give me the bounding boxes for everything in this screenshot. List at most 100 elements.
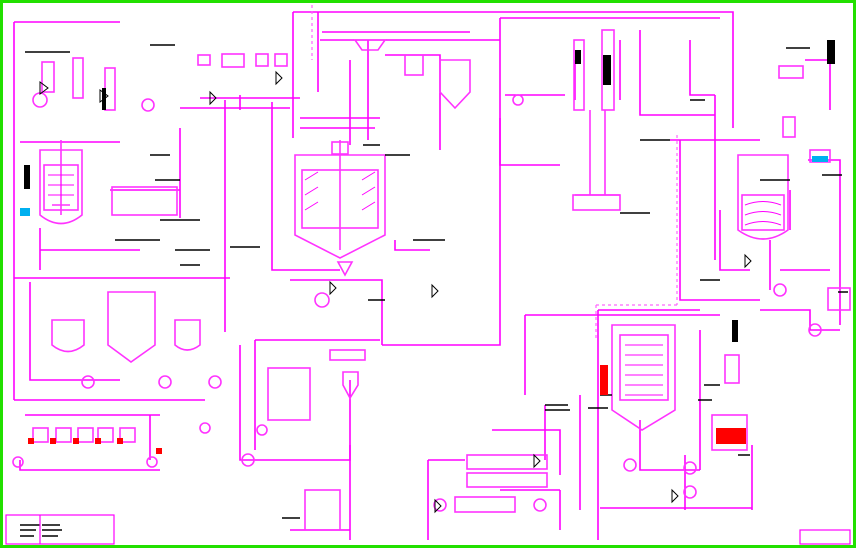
coil-line <box>744 201 782 226</box>
pump-icon <box>12 456 24 468</box>
measuring-tank <box>404 54 424 76</box>
water-tank-fill <box>812 156 828 162</box>
distillation-column <box>573 39 585 111</box>
conveyor <box>329 349 366 361</box>
pipe-line <box>382 118 501 346</box>
filter-unit <box>827 287 851 311</box>
pipe-line <box>239 345 351 461</box>
instrument-flags <box>28 365 746 454</box>
pipe-line <box>760 309 840 331</box>
instrument-flag <box>156 448 162 454</box>
feed-hopper <box>255 53 269 67</box>
pipe-network <box>13 11 841 540</box>
coil-line <box>304 171 376 211</box>
reactor-vessel <box>39 149 83 225</box>
vent-condenser <box>782 116 796 138</box>
main-reactor <box>294 154 386 259</box>
pump-icon <box>773 283 787 297</box>
pump-icon <box>256 424 268 436</box>
condenser <box>72 57 84 99</box>
evaporator-tubes <box>619 334 669 401</box>
pipe-line <box>19 460 160 471</box>
pipe-line <box>639 420 700 471</box>
coil-line <box>625 344 663 396</box>
coil-line <box>48 174 74 196</box>
pipe-line <box>394 240 430 251</box>
water-tank-fill <box>20 208 30 216</box>
flash-tank <box>724 354 740 384</box>
storage-tank <box>119 427 136 443</box>
storage-tank <box>77 427 94 443</box>
coil-hatching <box>48 171 782 396</box>
feed-hopper <box>274 53 288 67</box>
heat-exchanger <box>778 65 804 79</box>
packing-unit <box>304 489 341 531</box>
instrument-box <box>603 55 611 85</box>
pipe-line <box>271 102 340 271</box>
instrument-flag <box>716 428 746 444</box>
filter-unit <box>111 186 178 216</box>
pipe-line <box>293 11 734 128</box>
receiver-tank <box>572 194 621 211</box>
feed-hopper <box>221 53 245 68</box>
pipe-line <box>679 140 760 301</box>
instrument-flag <box>600 365 608 395</box>
storage-tank <box>32 427 49 443</box>
condenser <box>41 61 55 93</box>
instrument-flag <box>117 438 123 444</box>
instrument-box <box>24 165 30 189</box>
instrument-flag <box>95 438 101 444</box>
pipe-line <box>290 279 383 345</box>
pipe-line <box>492 429 561 475</box>
pipe-line <box>719 210 750 271</box>
evaporator <box>611 324 676 431</box>
pipe-line <box>639 30 715 116</box>
pump-icon <box>533 498 547 512</box>
scrubber <box>711 414 748 451</box>
pipe-line <box>385 54 441 150</box>
water-indicators <box>20 156 828 216</box>
pump-icon <box>512 94 524 106</box>
pipe-line <box>29 282 120 381</box>
instrument-flag <box>73 438 79 444</box>
storage-tank <box>97 427 114 443</box>
pump-icon <box>241 453 255 467</box>
pump-icon <box>433 498 447 512</box>
pump-icon <box>808 323 822 337</box>
pump-icon <box>81 375 95 389</box>
instrument-box <box>102 88 106 110</box>
separator-tank <box>439 59 471 110</box>
distillation-column <box>601 29 615 111</box>
crystallizer <box>107 291 156 363</box>
pump-icon <box>158 375 172 389</box>
small-tank <box>174 319 201 351</box>
instrument-box <box>732 320 738 342</box>
pump-icon <box>141 98 155 112</box>
pump-icon <box>623 458 637 472</box>
reactor-vessel <box>737 154 789 240</box>
title-block-frame <box>5 514 115 545</box>
heat-exchanger <box>466 454 548 470</box>
boundary-lines <box>311 5 680 340</box>
pump-icon <box>683 485 697 499</box>
storage-tank <box>55 427 72 443</box>
pump-icon <box>146 456 158 468</box>
instrument-flag <box>50 438 56 444</box>
instrument-box <box>575 50 581 64</box>
mixing-tank <box>51 319 85 353</box>
instrument-box <box>827 40 835 64</box>
pump-icon <box>314 292 330 308</box>
pump-icon <box>683 461 697 475</box>
title-block <box>5 514 851 545</box>
feed-hopper <box>197 54 211 66</box>
dryer-unit <box>267 367 311 421</box>
pipe-line <box>689 40 715 96</box>
heat-exchanger <box>466 472 548 488</box>
filter-press <box>454 496 516 513</box>
pump-icon <box>199 422 211 434</box>
reactor-jacket <box>741 194 785 231</box>
cyclone <box>342 371 359 400</box>
